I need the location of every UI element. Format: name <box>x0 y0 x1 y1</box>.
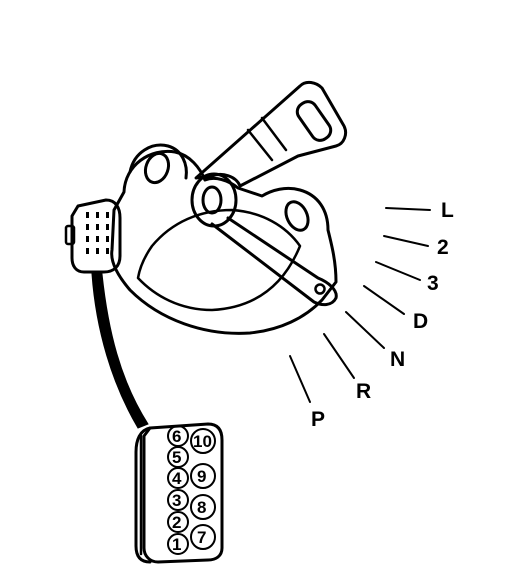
pin-circle <box>167 511 189 533</box>
mounting-slot-left <box>143 151 171 185</box>
leader-line-D <box>363 285 405 315</box>
pin-circle <box>190 428 216 454</box>
shift-lever-arm <box>194 80 348 188</box>
leader-line-L <box>385 207 431 211</box>
pin-label: 4 <box>172 469 182 488</box>
housing-connector-pins <box>86 212 109 254</box>
lever-arm-slot <box>295 100 333 142</box>
pin-label: 1 <box>172 535 181 554</box>
switch-assembly <box>64 80 348 335</box>
lever-arm-crease-2 <box>260 116 288 152</box>
housing-connector-tab <box>64 224 76 246</box>
pin-label: 3 <box>172 491 181 510</box>
connector-face-side <box>134 426 152 564</box>
gear-label-N: N <box>390 348 405 371</box>
housing-inner-edge <box>136 208 302 312</box>
leader-line-2 <box>383 235 429 247</box>
gear-label-R: R <box>356 380 371 403</box>
gear-label-L: L <box>441 199 454 222</box>
gear-label-2: 2 <box>437 236 449 259</box>
pin-label: 10 <box>193 432 212 451</box>
pin-circle <box>190 494 216 520</box>
mounting-slot-right <box>284 200 310 232</box>
shaft-hole <box>201 185 223 215</box>
pin-label: 8 <box>197 498 206 517</box>
pin-label: 5 <box>172 448 181 467</box>
mounting-ear-left <box>128 143 188 180</box>
wire-harness <box>91 273 149 429</box>
pin-circle <box>167 467 189 489</box>
pointer-pin <box>314 283 326 295</box>
gear-leader-lines <box>289 207 431 403</box>
switch-housing <box>110 149 338 335</box>
pin-label: 2 <box>172 513 181 532</box>
pin-label: 6 <box>172 427 181 446</box>
lever-arm-crease-1 <box>246 128 274 162</box>
pin-circle <box>190 463 216 489</box>
connector-pins-right: 10 9 8 7 <box>190 428 216 550</box>
connector-face: 6 5 4 3 2 1 10 9 8 7 <box>134 422 224 564</box>
pin-label: 7 <box>197 528 206 547</box>
leader-line-N <box>345 311 385 349</box>
pin-circle <box>167 489 189 511</box>
gear-label-D: D <box>413 310 428 333</box>
gear-position-labels: L 2 3 D N R P <box>311 199 454 431</box>
pin-label: 9 <box>197 467 206 486</box>
leader-line-3 <box>375 261 421 281</box>
leader-line-R <box>323 333 355 379</box>
housing-connector-body <box>70 198 122 274</box>
gear-label-3: 3 <box>427 272 439 295</box>
connector-face-body <box>142 422 224 564</box>
pointer-arm <box>210 216 338 307</box>
gear-label-P: P <box>311 408 325 431</box>
pin-circle <box>167 533 189 555</box>
pin-circle <box>190 524 216 550</box>
connector-pins-left: 6 5 4 3 2 1 <box>167 425 189 555</box>
leader-line-P <box>289 355 311 403</box>
